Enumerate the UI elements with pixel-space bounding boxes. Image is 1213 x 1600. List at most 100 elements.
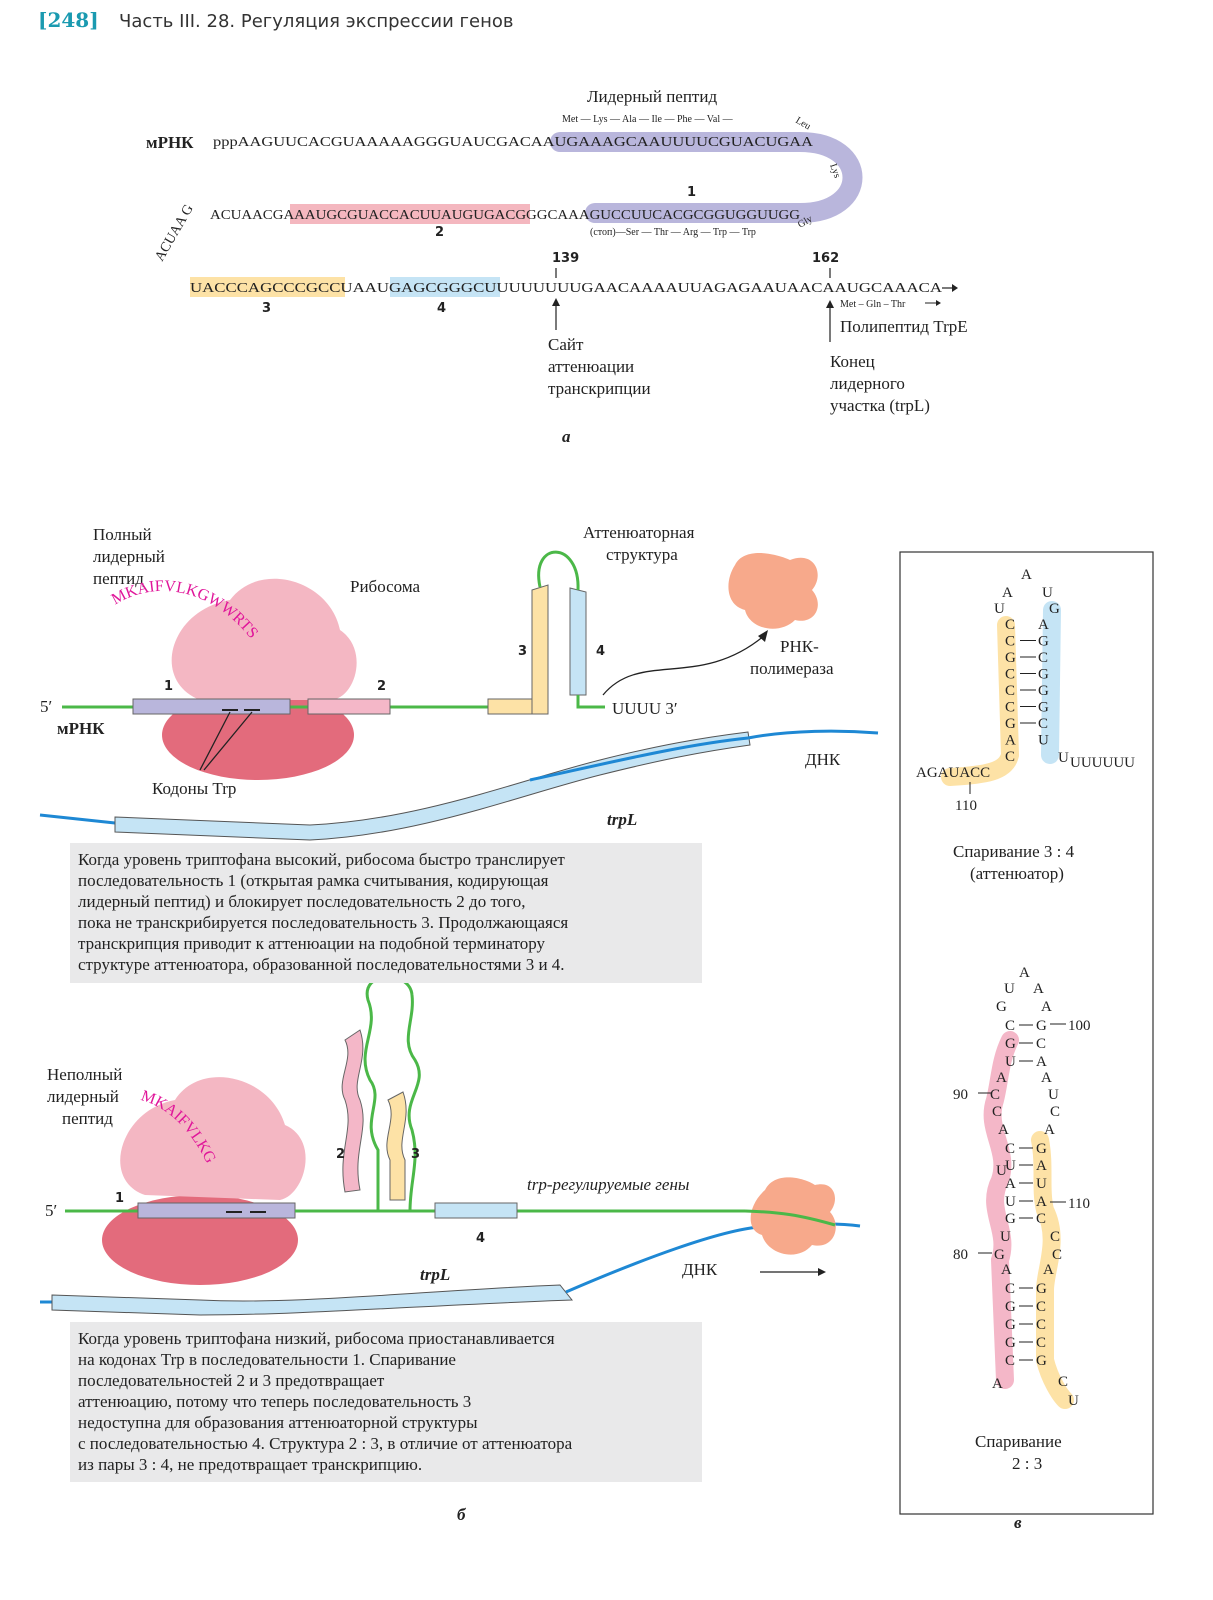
leader-peptide-label: Лидерный пептид — [587, 87, 717, 106]
hp34-right-base: G — [1038, 634, 1049, 650]
leader-end-arrow-head — [826, 300, 834, 308]
page-number: [248] — [38, 8, 99, 32]
caption-low-line-5: недоступна для образования аттенюаторной… — [78, 1413, 478, 1432]
segment-1-highlight — [550, 132, 863, 223]
trp-codon-pointer-1 — [199, 711, 231, 771]
caption-low-trp: Когда уровень триптофана низкий, рибосом… — [70, 1322, 702, 1482]
attenuator-structure-1: Аттенюаторная — [583, 523, 695, 542]
segment-1-number: 1 — [687, 185, 696, 200]
caption-low-line-7: из пары 3 : 4, не предотвращает транскри… — [78, 1455, 423, 1474]
hp34-loop-a: A — [1002, 585, 1013, 601]
full-peptide-3: пептид — [93, 569, 144, 588]
caption-high-line-5: транскрипция приводит к аттенюации на по… — [78, 934, 545, 953]
hp23-loop-g: G — [996, 999, 1007, 1015]
hp23-left-base: U — [1005, 1158, 1016, 1174]
pos-162: 162 — [812, 251, 839, 266]
trpl-label-high: trpL — [607, 810, 637, 829]
attenuator-loop — [537, 550, 580, 591]
mrna-sequence-line-2: ACUAACGAAAUGCGUACCACUUAUGUGACGGGCAAAGUCC… — [210, 208, 800, 223]
caption34-2: (аттенюатор) — [970, 864, 1064, 883]
caption-low-line-1: Когда уровень триптофана низкий, рибосом… — [78, 1329, 555, 1348]
hp23-right-base: G — [1036, 1281, 1047, 1297]
hp23-left-base: C — [1005, 1281, 1015, 1297]
page-title: Часть III. 28. Регуляция экспрессии гено… — [119, 11, 514, 32]
hp23-right-base: A — [1036, 1158, 1047, 1174]
hp23-left-base: G — [1005, 1036, 1016, 1052]
trpe-aa: Met – Gln – Thr — [840, 299, 906, 310]
hp34-left-base: C — [1005, 700, 1015, 716]
hairpin34-blue — [1041, 601, 1061, 764]
panel-b-letter: б — [457, 1505, 467, 1524]
hp34-right-base: C — [1038, 650, 1048, 666]
segment-2-number: 2 — [435, 225, 444, 240]
hp34-loop-u-right: U — [1042, 585, 1053, 601]
trp-genes-label: trp-регулируемые гены — [527, 1175, 689, 1194]
uuuu-label: UUUU 3′ — [612, 699, 678, 718]
caption-low-line-6: с последовательностью 4. Структура 2 : 3… — [78, 1434, 573, 1453]
full-peptide-2: лидерный — [93, 547, 165, 566]
hp23-loop-a: A — [1033, 981, 1044, 997]
hp23-bulge-right: A — [1044, 1122, 1055, 1138]
hp23-right-base: C — [1036, 1211, 1046, 1227]
hp23-left-base: G — [1005, 1211, 1016, 1227]
hp23-left-base: U — [1005, 1194, 1016, 1210]
segment-1-label-high: 1 — [164, 679, 173, 694]
hp34-left-base: G — [1005, 716, 1016, 732]
hp34-left-base: C — [1005, 617, 1015, 633]
dna-gene-trpL-low — [51, 1284, 574, 1316]
hp34-right-base: G — [1038, 700, 1049, 716]
rna-pol-label-1: РНК- — [780, 637, 819, 656]
hp34-tail-left: AGAUACC — [916, 765, 990, 781]
segment-3-number: 3 — [262, 301, 271, 316]
hp23-bulge-right: C — [1052, 1247, 1062, 1263]
hp23-bulge-right: U — [1048, 1087, 1059, 1103]
trpl-label-low: trpL — [420, 1265, 450, 1284]
segment-4-stem — [569, 587, 587, 696]
segment-4-box-low — [434, 1202, 518, 1219]
trpe-arrow-head — [936, 300, 941, 306]
caption-low-line-2: на кодонах Trp в последовательности 1. С… — [78, 1350, 456, 1369]
hp34-loop-u-left: U — [994, 601, 1005, 617]
page-header: [248] Часть III. 28. Регуляция экспресси… — [38, 8, 513, 32]
segment-3-highlight — [190, 277, 345, 297]
segment-3-stem — [531, 584, 549, 715]
mrna-label: мРНК — [146, 133, 194, 152]
hp23-right-base: C — [1036, 1317, 1046, 1333]
hp23-left-base: C — [1005, 1018, 1015, 1034]
hp23-bulge-left: A — [1001, 1262, 1012, 1278]
hp23-left-base: G — [1005, 1317, 1016, 1333]
dna-label-high: ДНК — [805, 750, 841, 769]
full-peptide-1: Полный — [93, 525, 152, 544]
hp34-tail-u: U — [1058, 750, 1069, 766]
mrna-label-b: мРНК — [57, 719, 105, 738]
pos-139: 139 — [552, 251, 579, 266]
nascent-rna — [744, 1209, 836, 1227]
hp34-right-base: G — [1038, 667, 1049, 683]
hp23-right-base: G — [1036, 1018, 1047, 1034]
release-arrow-head — [758, 630, 768, 642]
hp23-pos100: 100 — [1068, 1018, 1091, 1034]
hp23-loop-a-top: A — [1019, 965, 1030, 981]
rna-polymerase-released — [728, 553, 818, 629]
hp34-pos110: 110 — [955, 798, 977, 814]
dna-gene-trpL-high — [114, 731, 751, 841]
attenuation-site-3: транскрипции — [548, 379, 651, 398]
hairpin23-pink — [983, 1031, 1019, 1389]
hp34-g-top: G — [1049, 601, 1060, 617]
hp34-right-base: A — [1038, 617, 1049, 633]
dna-label-low: ДНК — [682, 1260, 718, 1279]
hp23-bulge-left: A — [996, 1070, 1007, 1086]
segment-1-box-low — [137, 1202, 296, 1219]
rna-pol-label-2: полимераза — [750, 659, 834, 678]
hp23-pos110: 110 — [1068, 1196, 1090, 1212]
segment-2-label-high: 2 — [377, 679, 386, 694]
rna-hairpin-low — [295, 975, 421, 1213]
hp23-bulge-right: A — [1043, 1262, 1054, 1278]
hp34-left-base: C — [1005, 634, 1015, 650]
leader-end-2: лидерного — [830, 374, 905, 393]
mrna-sequence-line-3: UACCCAGCCCGCCUAAUGAGCGGGCUUUUUUUUGAACAAA… — [190, 281, 943, 296]
aa-leu: Leu — [794, 115, 813, 132]
dna-right-high — [747, 729, 879, 740]
hp23-left-base: U — [1005, 1054, 1016, 1070]
